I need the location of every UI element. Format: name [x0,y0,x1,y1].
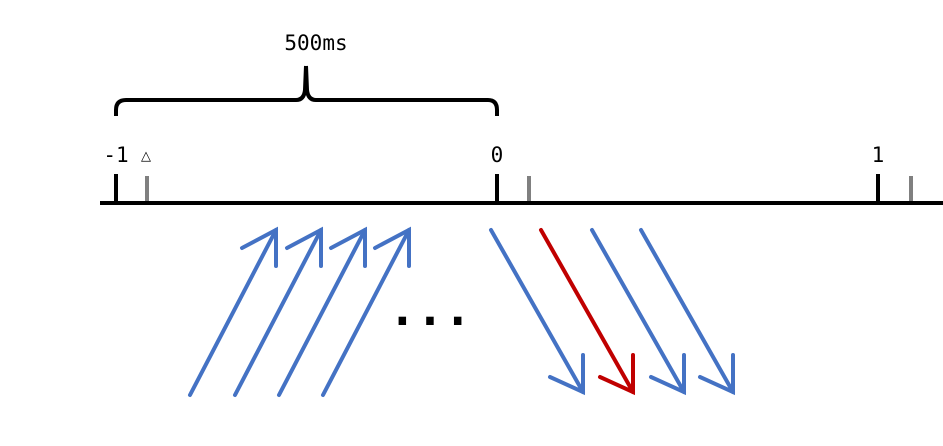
tick-label-one: 1 [872,143,885,167]
ellipsis: ... [388,282,471,336]
up-arrow-4 [321,226,411,397]
tick-label-minus-one: -1 [103,143,128,167]
down-arrow-1 [489,228,585,396]
duration-brace [114,65,499,116]
up-arrow-1 [188,226,278,397]
brace-label: 500ms [284,31,347,55]
delta-label: △ [141,149,151,164]
tick-label-zero: 0 [491,143,504,167]
up-arrow-3 [277,226,367,397]
down-arrow-3 [590,228,686,396]
down-arrow-4 [639,228,735,396]
downward-arrows [489,228,735,396]
upward-arrows [188,226,411,397]
up-arrow-2 [233,226,323,397]
down-arrow-red [539,228,635,396]
